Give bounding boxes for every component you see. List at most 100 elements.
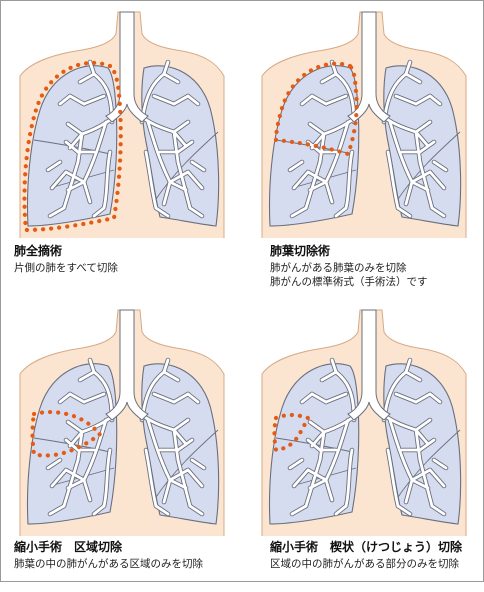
bronchus xyxy=(404,60,412,76)
left-lung-fissure xyxy=(153,131,219,203)
bronchus xyxy=(168,180,188,192)
bronchus xyxy=(300,94,314,106)
bronchus xyxy=(404,370,422,382)
bronchus xyxy=(162,358,170,374)
bronchus xyxy=(414,418,432,432)
bronchus xyxy=(46,458,62,470)
bronchus xyxy=(410,468,432,482)
bronchus xyxy=(50,170,68,190)
bronchus xyxy=(304,160,322,210)
lung-diagram-lobectomy xyxy=(261,11,467,238)
bronchus xyxy=(92,504,106,516)
bronchus xyxy=(288,458,304,470)
bronchus xyxy=(418,160,434,210)
lung-diagram-segmentectomy xyxy=(19,309,225,536)
bronchus xyxy=(144,448,158,508)
panel-pneumonectomy: 肺全摘術 片側の肺をすべて切除 xyxy=(8,6,238,294)
bronchus xyxy=(64,468,86,482)
bronchus xyxy=(48,504,66,516)
bronchus xyxy=(344,448,354,508)
bronchus xyxy=(188,206,204,218)
bronchus xyxy=(410,180,430,192)
bronchus xyxy=(58,94,72,106)
bronchus xyxy=(428,392,442,404)
bronchus xyxy=(62,458,80,508)
bronchus xyxy=(172,130,188,148)
bronchus xyxy=(190,160,206,172)
bronchus xyxy=(154,504,170,516)
bronchus xyxy=(64,140,80,154)
trachea xyxy=(105,11,149,123)
bronchus xyxy=(168,468,190,482)
bronchus xyxy=(66,122,84,136)
bronchus xyxy=(290,206,308,218)
bronchus xyxy=(188,504,204,516)
bronchus xyxy=(414,130,430,148)
bronchus xyxy=(82,392,106,404)
bronchus xyxy=(292,170,310,190)
bronchus xyxy=(306,170,328,184)
bronchus xyxy=(172,130,180,164)
bronchus xyxy=(186,94,200,106)
bronchus xyxy=(388,120,414,184)
bronchus xyxy=(300,392,314,404)
bronchus xyxy=(68,94,86,106)
bronchus xyxy=(324,180,334,204)
bronchus xyxy=(172,428,180,462)
bronchus xyxy=(82,120,108,184)
bronchus xyxy=(66,420,84,434)
bronchus xyxy=(320,370,338,382)
bronchus xyxy=(404,180,414,206)
bronchus xyxy=(162,60,170,76)
panel-title: 肺葉切除術 xyxy=(270,244,331,258)
bronchus xyxy=(172,94,190,106)
bronchus xyxy=(186,170,204,190)
bronchus xyxy=(162,72,180,84)
bronchus xyxy=(146,418,172,482)
left-lung-fissure xyxy=(153,429,219,501)
bronchus xyxy=(190,458,206,470)
panel-segmentectomy: 縮小手術 区域切除 肺葉の中の肺がんがある区域のみを切除 xyxy=(8,304,238,592)
bronchus xyxy=(162,180,172,206)
bronchus xyxy=(172,428,188,446)
bronchus xyxy=(410,478,430,490)
bronchus xyxy=(432,458,448,470)
bronchus xyxy=(430,504,446,516)
panel-wedge-resection: 縮小手術 楔状（けつじょう）切除 区域の中の肺がんがある部分のみを切除 xyxy=(250,304,480,592)
bronchus xyxy=(102,448,112,508)
bronchus xyxy=(186,392,200,404)
bronchus xyxy=(162,478,172,504)
bronchus xyxy=(396,504,412,516)
left-lung-fissure xyxy=(395,429,461,501)
bronchus xyxy=(394,94,418,106)
panel-title: 肺全摘術 xyxy=(14,244,63,258)
bronchus xyxy=(428,170,446,190)
bronchus xyxy=(162,370,180,382)
bronchus xyxy=(76,132,84,164)
bronchus xyxy=(414,428,430,446)
left-lung-fissure xyxy=(395,131,461,203)
bronchus xyxy=(288,160,304,172)
bronchus xyxy=(82,180,92,204)
bronchus xyxy=(306,438,322,452)
bronchus xyxy=(154,206,170,218)
bronchus xyxy=(172,392,190,404)
bronchus xyxy=(50,468,68,488)
bronchus xyxy=(306,468,328,482)
bronchus xyxy=(324,478,334,502)
bronchus xyxy=(410,170,432,184)
bronchus xyxy=(64,438,80,452)
resection-outline xyxy=(272,412,311,453)
bronchus xyxy=(388,418,414,482)
bronchus xyxy=(308,122,326,136)
bronchus xyxy=(418,458,434,508)
bronchus xyxy=(144,150,158,210)
bronchus xyxy=(78,370,96,382)
bronchus xyxy=(68,392,86,404)
bronchus xyxy=(82,418,108,482)
bronchus xyxy=(386,448,400,508)
bronchus xyxy=(146,120,172,184)
bronchus xyxy=(414,392,432,404)
bronchus xyxy=(404,478,414,504)
bronchus xyxy=(304,458,322,508)
